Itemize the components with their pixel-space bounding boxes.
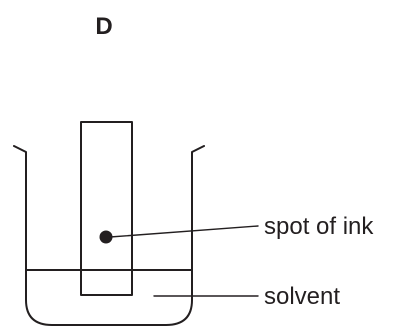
spot-of-ink-label: spot of ink	[264, 213, 374, 240]
spot-leader-line	[109, 225, 259, 238]
paper-strip	[80, 121, 133, 296]
option-letter: D	[95, 13, 112, 40]
solvent-label: solvent	[264, 283, 340, 310]
ink-spot	[99, 230, 113, 244]
beaker-outline	[13, 145, 205, 326]
